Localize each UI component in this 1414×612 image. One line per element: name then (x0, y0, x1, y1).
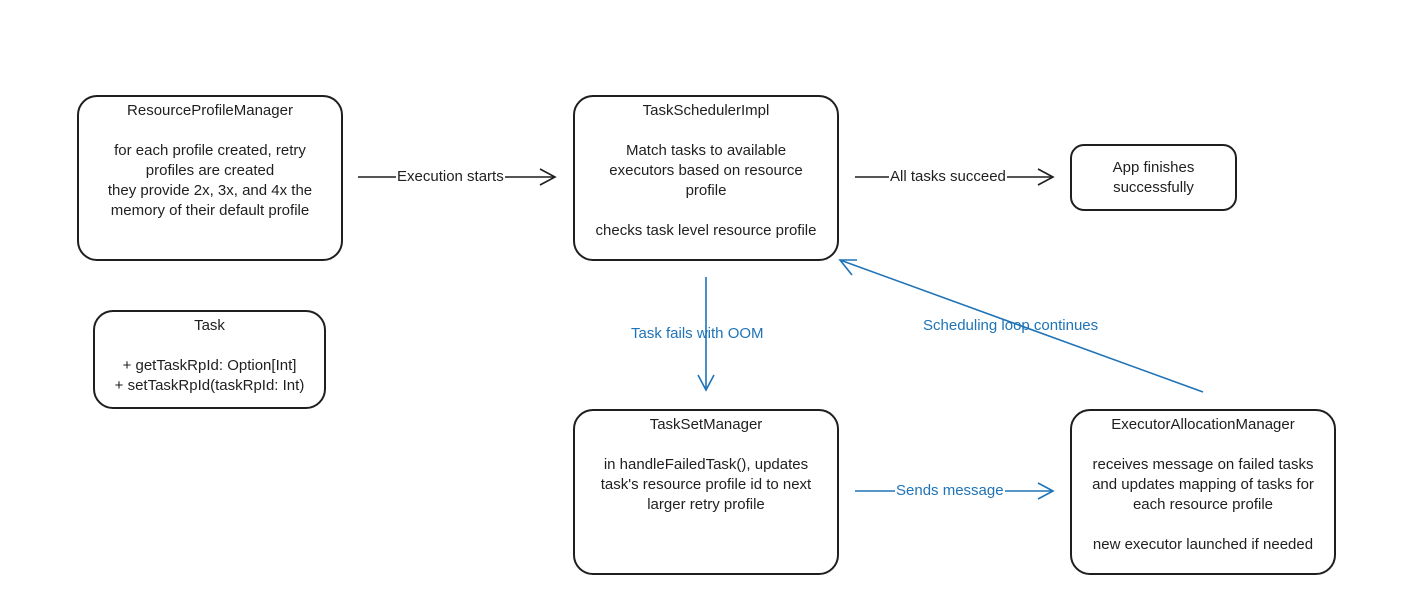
node-text-line: successfully (1113, 179, 1194, 196)
node-title: TaskSetManager (649, 416, 763, 433)
node-text-line: larger retry profile (647, 496, 765, 513)
scheduling-loop-label: Scheduling loop continues (923, 317, 1099, 334)
sends-message-label: Sends message (895, 482, 1005, 500)
node-text-line: they provide 2x, 3x, and 4x the (107, 182, 313, 199)
app-finishes-node: App finishes successfully (1070, 144, 1237, 211)
node-text-line: new executor launched if needed (1092, 536, 1314, 553)
node-text-line: + getTaskRpId: Option[Int] (122, 357, 297, 374)
node-text-line: receives message on failed tasks (1092, 456, 1314, 473)
node-text-line: checks task level resource profile (595, 222, 817, 239)
node-text-line: for each profile created, retry (114, 142, 306, 159)
node-title: Task (194, 317, 225, 334)
task-set-manager-node: TaskSetManager in handleFailedTask(), up… (573, 409, 839, 575)
node-title: TaskSchedulerImpl (642, 102, 770, 119)
node-text-line: and updates mapping of tasks for (1092, 476, 1314, 493)
node-text-line: in handleFailedTask(), updates (603, 456, 809, 473)
executor-allocation-manager-node: ExecutorAllocationManager receives messa… (1070, 409, 1336, 575)
node-text-line: profile (685, 182, 727, 199)
node-title: ExecutorAllocationManager (1111, 416, 1295, 433)
resource-profile-manager-node: ResourceProfileManager for each profile … (77, 95, 343, 261)
node-title: ResourceProfileManager (127, 102, 293, 119)
node-text-line: memory of their default profile (110, 202, 310, 219)
node-text-line: + setTaskRpId(taskRpId: Int) (114, 377, 305, 394)
edge-task-fails-oom (697, 277, 715, 392)
node-text-line: profiles are created (145, 162, 275, 179)
node-text-line: Match tasks to available (625, 142, 787, 159)
node-text-line: executors based on resource (609, 162, 803, 179)
all-tasks-succeed-label: All tasks succeed (889, 168, 1007, 186)
node-text-line: App finishes (1112, 159, 1195, 176)
node-text-line: each resource profile (1132, 496, 1274, 513)
task-node: Task + getTaskRpId: Option[Int] + setTas… (93, 310, 326, 409)
task-scheduler-impl-node: TaskSchedulerImpl Match tasks to availab… (573, 95, 839, 261)
node-text-line: task's resource profile id to next (600, 476, 812, 493)
edge-scheduling-loop (838, 259, 1204, 393)
task-fails-oom-label: Task fails with OOM (631, 325, 764, 342)
execution-starts-label: Execution starts (396, 168, 505, 186)
